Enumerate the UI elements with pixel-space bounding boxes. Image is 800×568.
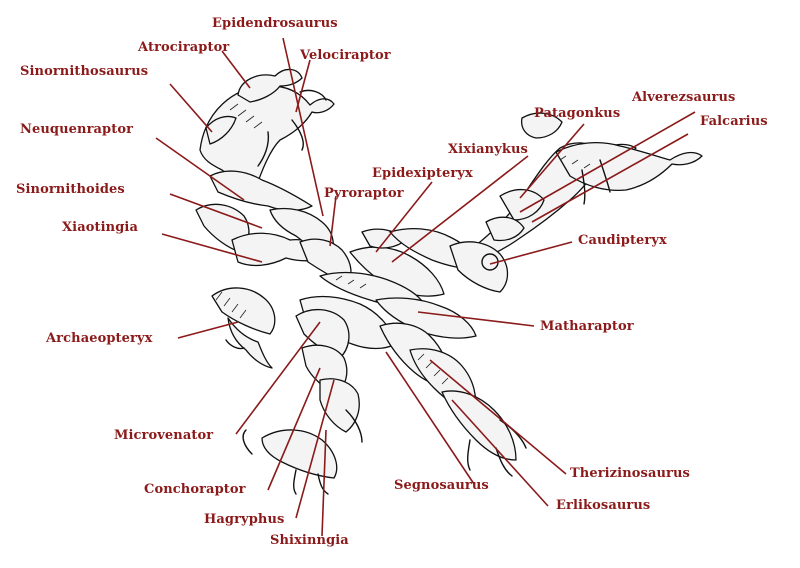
- label-atrociraptor: Atrociraptor: [138, 40, 230, 55]
- dinosaur-silhouettes: [195, 68, 703, 495]
- label-pyroraptor: Pyroraptor: [324, 186, 404, 201]
- label-epidexipteryx: Epidexipteryx: [372, 166, 473, 181]
- label-matharaptor: Matharaptor: [540, 319, 634, 334]
- label-shixinngia: Shixinngia: [270, 533, 349, 548]
- label-alverezsaurus: Alverezsaurus: [632, 90, 736, 105]
- label-conchoraptor: Conchoraptor: [144, 482, 246, 497]
- leader-lines: [155, 37, 696, 537]
- label-velociraptor: Velociraptor: [300, 48, 391, 63]
- label-erlikosaurus: Erlikosaurus: [556, 498, 651, 513]
- label-sinornithosaurus: Sinornithosaurus: [20, 64, 149, 79]
- label-patagonkus: Patagonkus: [534, 106, 621, 121]
- label-sinornithoides: Sinornithoides: [16, 182, 125, 197]
- label-caudipteryx: Caudipteryx: [578, 233, 667, 248]
- label-segnosaurus: Segnosaurus: [394, 478, 489, 493]
- label-falcarius: Falcarius: [700, 114, 768, 129]
- label-hagryphus: Hagryphus: [204, 512, 285, 527]
- label-microvenator: Microvenator: [114, 428, 214, 443]
- label-neuquenraptor: Neuquenraptor: [20, 122, 134, 137]
- label-archaeopteryx: Archaeopteryx: [46, 331, 153, 346]
- label-xiaotingia: Xiaotingia: [62, 220, 138, 235]
- label-therizinosaurus: Therizinosaurus: [570, 466, 690, 481]
- label-xixianykus: Xixianykus: [448, 142, 528, 157]
- label-epidendrosaurus: Epidendrosaurus: [212, 16, 338, 31]
